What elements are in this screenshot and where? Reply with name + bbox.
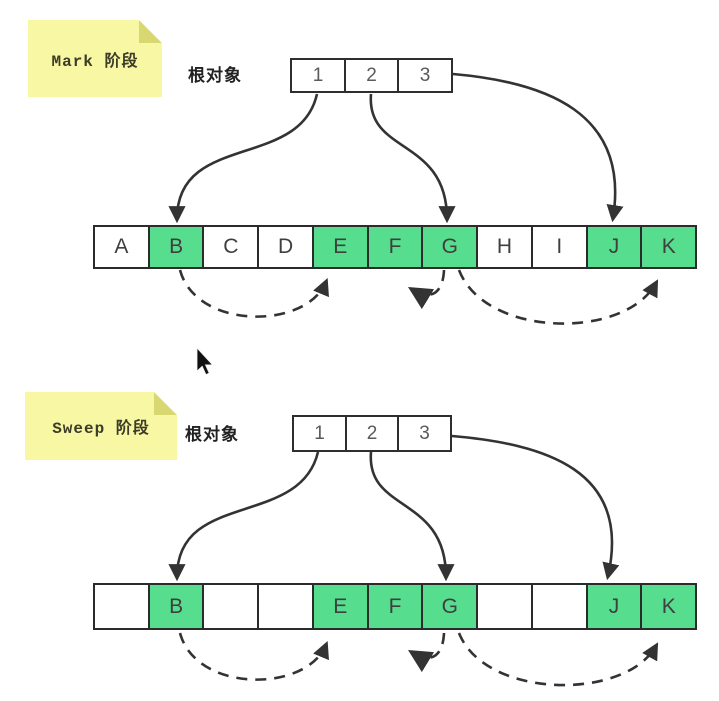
arrow-mark-G-to-K — [457, 269, 659, 325]
root-object-label-sweep: 根对象 — [185, 425, 239, 444]
heap-cell-2 — [202, 583, 260, 630]
note-mark-label: Mark 阶段 — [51, 52, 139, 71]
heap-cell-0 — [93, 583, 150, 630]
heap-row-sweep: B E F G J K — [93, 583, 698, 630]
arrow-mark-root3-to-J — [452, 72, 624, 223]
note-fold-icon — [139, 20, 162, 43]
heap-cell-D: D — [257, 225, 314, 269]
heap-cell-K: K — [640, 225, 698, 269]
heap-cell-F: F — [366, 583, 424, 630]
heap-cell-E: E — [311, 583, 369, 630]
heap-cell-G: G — [421, 225, 479, 269]
heap-cell-F: F — [366, 225, 424, 269]
heap-cell-H: H — [476, 225, 533, 269]
heap-cell-A: A — [93, 225, 150, 269]
heap-cell-7 — [476, 583, 533, 630]
note-fold-icon — [154, 392, 177, 415]
root-cell-3: 3 — [397, 58, 453, 93]
root-object-label-mark: 根对象 — [188, 66, 242, 85]
heap-cell-3 — [257, 583, 314, 630]
arrow-sweep-G-to-K — [457, 632, 659, 687]
heap-row-mark: A B C D E F G H I J K — [93, 225, 698, 269]
arrow-sweep-G-to-F — [408, 632, 446, 673]
heap-cell-E: E — [311, 225, 369, 269]
heap-cell-8 — [530, 583, 588, 630]
arrow-mark-root2-to-G — [369, 93, 456, 224]
arrow-mark-B-to-E — [178, 269, 329, 318]
heap-cell-B: B — [147, 225, 205, 269]
heap-cell-I: I — [530, 225, 588, 269]
note-sweep-label: Sweep 阶段 — [52, 420, 150, 438]
root-cell-1: 1 — [292, 415, 347, 452]
arrow-sweep-B-to-E — [178, 632, 329, 681]
arrow-mark-root1-to-B — [168, 93, 319, 224]
root-reference-box-mark: 1 2 3 — [290, 58, 453, 93]
root-cell-1: 1 — [290, 58, 346, 93]
arrow-sweep-root3-to-J — [451, 434, 620, 581]
heap-cell-G: G — [421, 583, 479, 630]
heap-cell-C: C — [202, 225, 260, 269]
heap-cell-J: J — [585, 225, 643, 269]
arrow-mark-G-to-F — [408, 269, 446, 310]
arrow-sweep-root2-to-G — [369, 451, 455, 582]
root-cell-3: 3 — [397, 415, 452, 452]
arrow-sweep-root1-to-B — [168, 451, 320, 582]
sticky-note-sweep-phase: Sweep 阶段 — [25, 392, 177, 460]
heap-cell-K: K — [640, 583, 698, 630]
root-cell-2: 2 — [343, 58, 400, 93]
heap-cell-B: B — [147, 583, 205, 630]
root-reference-box-sweep: 1 2 3 — [292, 415, 452, 452]
root-cell-2: 2 — [344, 415, 400, 452]
heap-cell-J: J — [585, 583, 643, 630]
sticky-note-mark-phase: Mark 阶段 — [28, 20, 162, 97]
